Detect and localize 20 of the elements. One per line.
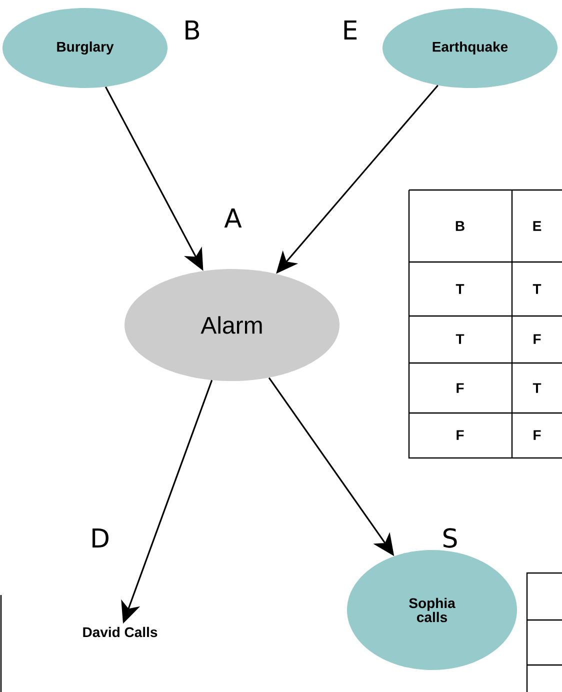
variable-letter: E bbox=[344, 20, 357, 40]
table-cell-text: T bbox=[532, 383, 542, 393]
ellipse-node: Earthquake bbox=[382, 8, 558, 88]
table-cell-text: T bbox=[532, 284, 542, 294]
variable-letter: S bbox=[443, 528, 457, 548]
table-cell-text: T bbox=[456, 284, 464, 294]
variable-letter: D bbox=[92, 528, 108, 548]
variable-letter: B bbox=[186, 20, 200, 40]
table-cell-text: F bbox=[456, 430, 464, 440]
table-cell-text: F bbox=[456, 383, 464, 393]
table-cell-text: T bbox=[456, 334, 464, 344]
table-cell-text: E bbox=[533, 221, 542, 231]
table-cell-text: F bbox=[534, 430, 541, 440]
variable-letter: A bbox=[224, 208, 242, 228]
table-cell-text: F bbox=[534, 334, 541, 344]
ellipse-node: Alarm bbox=[124, 269, 340, 381]
ellipse-node: Sophia calls bbox=[347, 550, 517, 670]
node-label: David Calls bbox=[83, 626, 158, 638]
table-cell-text: B bbox=[456, 221, 464, 231]
ellipse-node: Burglary bbox=[2, 8, 168, 88]
